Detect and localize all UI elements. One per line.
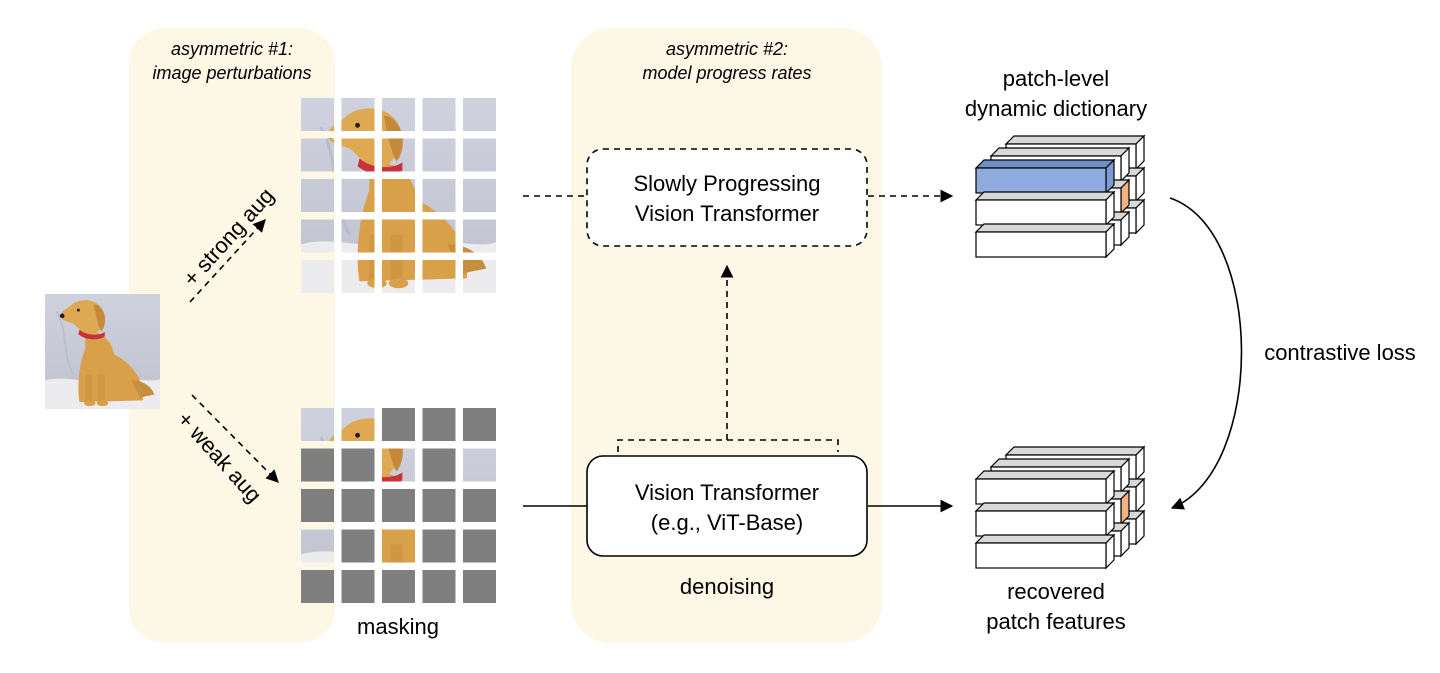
strong-aug-arrow [189, 219, 266, 303]
feature-bar [974, 469, 1116, 506]
panel-image-perturbations [129, 28, 335, 643]
patch-cell [463, 529, 496, 563]
patch-cell [341, 489, 375, 522]
slow-vit-box [586, 148, 868, 247]
recovered-label-1: recovered [1007, 579, 1105, 604]
masking-label: masking [357, 614, 439, 639]
patch-cell [382, 408, 415, 441]
vit-box [586, 455, 868, 557]
vit-line-2: (e.g., ViT-Base) [651, 510, 803, 535]
feature-bar [974, 501, 1116, 538]
dictionary-label-2: dynamic dictionary [965, 96, 1147, 121]
denoising-label: denoising [680, 574, 774, 599]
slow-vit-line-1: Slowly Progressing [633, 171, 820, 196]
patch-cell [382, 489, 415, 522]
patch-cell [301, 448, 334, 482]
masked-patch-grid [301, 408, 496, 603]
left-panel-caption-2: image perturbations [152, 63, 311, 83]
mid-panel-caption-2: model progress rates [642, 63, 811, 83]
patch-cell [463, 570, 496, 603]
patch-cell [382, 570, 415, 603]
patch-cell [463, 408, 496, 441]
feature-bar [974, 158, 1116, 195]
vit-line-1: Vision Transformer [635, 480, 819, 505]
recovered-label-2: patch features [986, 609, 1125, 634]
mid-panel-caption-1: asymmetric #2: [666, 39, 788, 59]
patch-cell [341, 448, 375, 482]
recovered-feature-stack [974, 445, 1146, 570]
patch-cell [422, 448, 456, 482]
left-panel-caption-1: asymmetric #1: [171, 39, 293, 59]
feature-bar [974, 222, 1116, 259]
feature-bar [974, 533, 1116, 570]
dictionary-label-1: patch-level [1003, 66, 1109, 91]
patch-cell [422, 570, 456, 603]
source-dog-image [45, 294, 160, 409]
strong-aug-patch-grid [301, 98, 496, 293]
patch-cell [422, 408, 456, 441]
contrastive-loss-label: contrastive loss [1264, 340, 1416, 365]
dictionary-feature-stack [974, 134, 1146, 259]
weak-aug-arrow [191, 394, 279, 483]
patch-cell [341, 570, 375, 603]
contrastive-loss-arrow [1169, 197, 1243, 510]
patch-cell [463, 489, 496, 522]
slow-vit-line-2: Vision Transformer [635, 201, 819, 226]
patch-cell [422, 529, 456, 563]
patch-cell [422, 489, 456, 522]
patch-cell [341, 529, 375, 563]
patch-cell [301, 570, 334, 603]
ema-bracket [617, 439, 839, 452]
feature-bar [974, 190, 1116, 227]
patch-cell [301, 489, 334, 522]
